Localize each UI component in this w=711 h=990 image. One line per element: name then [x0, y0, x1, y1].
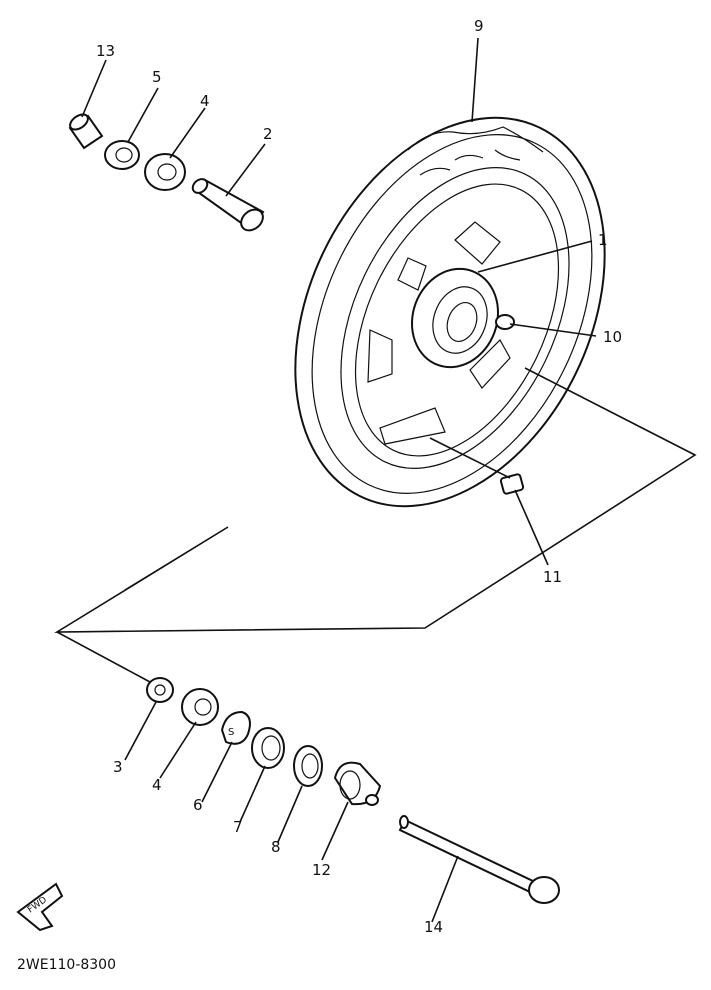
bearing-4-lower [181, 688, 219, 726]
callout-11: 11 [543, 568, 562, 586]
callout-12: 12 [312, 861, 331, 879]
circlip-6: S [220, 710, 251, 745]
bearing-4-upper [144, 153, 186, 191]
callout-4-lower: 4 [152, 776, 162, 794]
collar-13 [68, 113, 104, 150]
callout-9: 9 [474, 17, 484, 35]
bearing-7 [251, 727, 285, 769]
spacer-2 [191, 178, 265, 232]
oil-seal-5 [104, 140, 140, 170]
wheel-assembly [294, 116, 606, 508]
callout-14: 14 [424, 918, 443, 936]
meter-gear-unit-12 [333, 761, 382, 806]
forward-arrow-icon: FWD [16, 882, 64, 932]
leader-lines [54, 37, 697, 923]
callout-10: 10 [603, 328, 622, 346]
callout-2: 2 [263, 125, 273, 143]
callout-1: 1 [598, 231, 608, 249]
callout-3: 3 [113, 758, 123, 776]
axle-14 [398, 815, 560, 904]
callout-7: 7 [233, 818, 243, 836]
collar-3 [146, 677, 174, 703]
callout-6: 6 [193, 796, 203, 814]
oil-seal-8 [293, 745, 323, 787]
callout-4-upper: 4 [200, 92, 210, 110]
callout-5: 5 [152, 68, 162, 86]
diagram-code: 2WE110-8300 [17, 957, 116, 973]
svg-text:S: S [228, 727, 234, 738]
callout-13: 13 [96, 42, 115, 60]
callout-8: 8 [271, 838, 281, 856]
